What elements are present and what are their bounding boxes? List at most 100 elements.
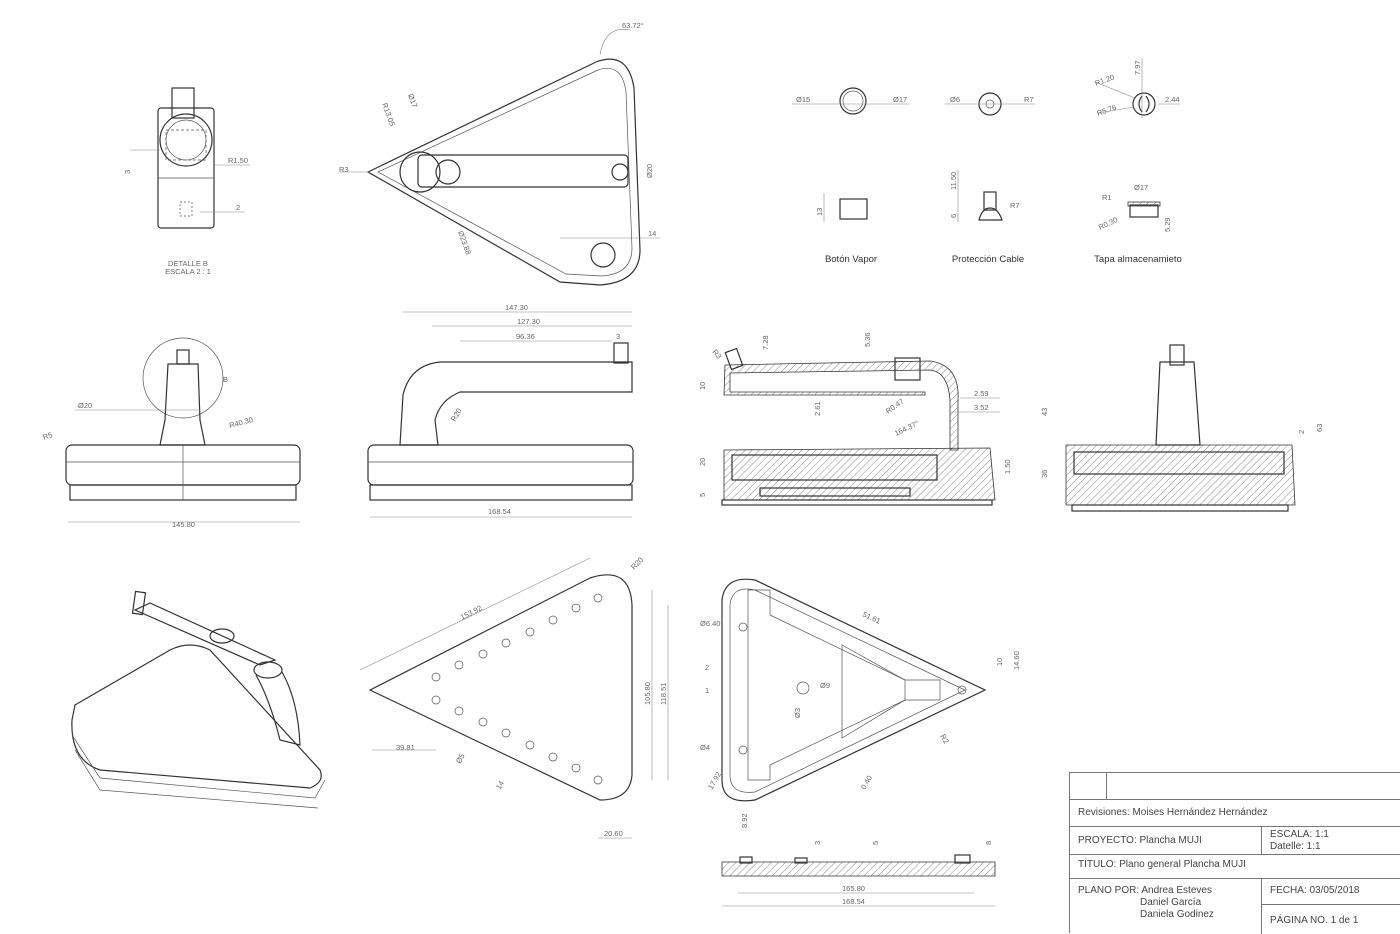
plano-por: PLANO POR: Andrea Esteves (1078, 885, 1212, 896)
dimension-label: 3 (123, 170, 132, 174)
dimension-label: 3 (813, 841, 822, 845)
dimension-label: R5.76 (1096, 103, 1118, 118)
dimension-label: 5.29 (1163, 217, 1172, 232)
dimension-label: 153.92 (459, 603, 484, 621)
dimension-label: Ø17 (893, 95, 907, 104)
dimension-label: R20 (629, 555, 645, 571)
dimension-label: 2 (236, 203, 240, 212)
dimension-label: Ø6 (950, 95, 960, 104)
top-view: 63.72° R3 R13.05 Ø17 Ø20 14 Ø23.88 (339, 21, 660, 286)
section-view: R3 7.28 5.36 10 2.61 R0.47 2.59 3.52 164… (698, 332, 1012, 506)
dimension-label: 3 (616, 332, 620, 341)
dimension-label: 7.97 (1133, 60, 1142, 75)
inner-view: Ø6.40 51.61 2 1 Ø9 Ø3 10 14.60 R2 Ø4 17.… (700, 578, 1021, 828)
dimension-label: 2.61 (813, 401, 822, 416)
dimension-label: R7 (1024, 95, 1034, 104)
part-label: Tapa almacenamieto (1094, 254, 1182, 265)
revisiones: Revisiones: Moises Hernández Hernández (1078, 807, 1268, 818)
dimension-label: 11.50 (949, 172, 958, 190)
dimension-label: R5 (42, 430, 54, 442)
dimension-label: 13 (815, 208, 824, 216)
dimension-label: 1.50 (1003, 459, 1012, 474)
detail-scale: ESCALA 2 : 1 (165, 267, 211, 276)
dimension-label: 63 (1315, 424, 1324, 432)
vent-holes (431, 593, 603, 785)
dimension-label: R1 (1102, 193, 1112, 202)
dimension-label: 14.60 (1012, 651, 1021, 670)
dimension-label: R1.50 (228, 156, 248, 165)
bottom-view: R20 153.92 105.80 118.51 39.81 Ø5 14 20.… (359, 555, 669, 839)
dimension-label: 118.51 (659, 683, 668, 705)
dimension-label: 14 (648, 229, 656, 238)
part-label: Protección Cable (952, 254, 1024, 265)
dimension-label: 20 (698, 458, 707, 466)
dimension-label: 10 (995, 658, 1004, 666)
dimension-label: R2 (938, 733, 951, 746)
dimension-label: R0.47 (884, 397, 906, 416)
dimension-label: 1 (705, 686, 709, 695)
dimension-label: Ø17 (1134, 183, 1148, 192)
dimension-label: 0.40 (859, 774, 874, 791)
dimension-label: 2.44 (1165, 95, 1180, 104)
dimension-label: Ø9 (820, 681, 830, 690)
dimension-label: 14 (494, 779, 506, 791)
dimension-label: R0.30 (1097, 215, 1119, 232)
dimension-label: 5 (698, 493, 707, 497)
dimension-label: 127.30 (517, 317, 540, 326)
dimension-label: 2 (705, 663, 709, 672)
pagina: PÁGINA NO. 1 de 1 (1270, 915, 1359, 926)
dimension-label: 2 (1297, 430, 1306, 434)
right-view: 43 2 63 36 (1040, 344, 1324, 512)
tapa-part: R1.20 7.97 2.44 R5.76 Ø17 R1 R0.30 5.29 … (1094, 58, 1182, 265)
dimension-label: 6 (949, 214, 958, 218)
detalle-escala: Datelle: 1:1 (1270, 841, 1321, 852)
dimension-label: Ø15 (796, 95, 810, 104)
dimension-label: Ø4 (700, 743, 710, 752)
fecha: FECHA: 03/05/2018 (1262, 879, 1400, 905)
dimension-label: 5.36 (863, 332, 872, 347)
dimension-label: 39.81 (396, 743, 415, 752)
dimension-label: 8.92 (740, 813, 749, 828)
detail-b-view: R1.50 3 2 DETALLE B ESCALA 2 : 1 (123, 87, 250, 276)
dimension-label: 8 (984, 841, 993, 845)
dimension-label: Ø6.40 (700, 619, 720, 628)
lower-section-view: 3 5 8 165.80 168.54 (721, 841, 996, 907)
dimension-label: 165.80 (842, 884, 865, 893)
dimension-label: 5 (871, 841, 880, 845)
dimension-label: R13.05 (380, 102, 397, 128)
title-block: Revisiones: Moises Hernández Hernández P… (1069, 772, 1400, 934)
part-label: Botón Vapor (825, 254, 877, 265)
dimension-label: 168.54 (488, 507, 511, 516)
dimension-label: 51.61 (861, 610, 882, 626)
dimension-label: 168.54 (842, 897, 865, 906)
dimension-label: 105.80 (643, 682, 652, 705)
dimension-label: 7.28 (761, 335, 770, 350)
dimension-label: R3 (710, 348, 723, 361)
dimension-label: Ø20 (645, 164, 654, 178)
dimension-label: R40.30 (228, 415, 254, 430)
dimension-label: R20 (449, 407, 464, 423)
dimension-label: Ø17 (406, 93, 419, 109)
proteccion-cable-part: Ø6 R7 11.50 6 R7 Protección Cable (945, 92, 1035, 265)
dimension-label: Ø5 (454, 752, 467, 765)
detail-title: DETALLE B (168, 259, 208, 268)
dimension-label: 2.59 (974, 389, 989, 398)
dimension-label: 20.60 (604, 829, 623, 838)
dimension-label: 3.52 (974, 403, 989, 412)
dimension-label: 63.72° (622, 21, 644, 30)
front-view: B Ø20 R40.30 R5 145.80 (42, 337, 301, 529)
dimension-label: B (223, 375, 228, 384)
dimension-label: Ø23.88 (456, 230, 473, 256)
side-view: 147.30 127.30 96.36 3 R20 168.54 (367, 303, 634, 518)
boton-vapor-part: Ø15 Ø17 13 Botón Vapor (792, 87, 910, 265)
dimension-label: 36 (1040, 470, 1049, 478)
proyecto: PROYECTO: Plancha MUJI (1070, 827, 1262, 854)
autor: Daniela Godinez (1140, 909, 1214, 920)
dimension-label: Ø3 (793, 708, 802, 718)
dimension-label: 10 (698, 382, 707, 390)
escala: ESCALA: 1:1 (1270, 829, 1329, 840)
dimension-label: Ø20 (78, 401, 92, 410)
dimension-label: 17.92 (706, 770, 723, 791)
autor: Daniel García (1140, 897, 1202, 908)
